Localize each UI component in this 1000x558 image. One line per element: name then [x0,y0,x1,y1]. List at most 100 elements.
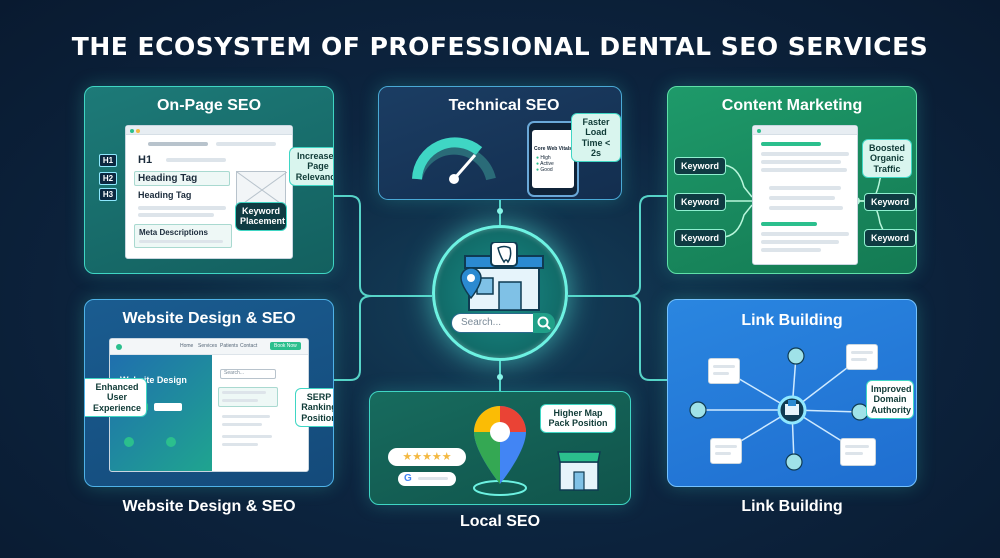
web-caption: Website Design & SEO [122,498,296,515]
link-title: Link Building [741,312,843,329]
local-caption: Local SEO [459,513,541,530]
text-line [761,248,821,252]
callout-keyword-placement: Keyword Placement [235,202,287,231]
local-seo-panel: ★★★★★ G Higher Map Pack Position [369,391,631,505]
h3-badge: H3 [99,188,117,201]
text-line [138,206,226,210]
onpage-title: On-Page SEO [156,97,262,114]
text-line [222,399,258,402]
link-network [689,347,869,471]
browser-bar [126,126,292,135]
hub-search-placeholder: Search... [461,317,502,328]
text-line [851,358,867,361]
text-line [761,168,847,172]
keyword-tag: Keyword [674,157,727,175]
technical-title: Technical SEO [448,97,560,114]
backlink-site [710,438,742,464]
feature-icon [124,437,134,447]
page-title: THE ECOSYSTEM OF PROFESSIONAL DENTAL SEO… [71,32,929,61]
browser-dot [136,129,140,133]
connector-onpage [334,195,432,297]
speedometer-icon [412,137,496,184]
content-marketing-panel: Content Marketing Keyword Keyword Keywor… [667,86,917,274]
web-title: Website Design & SEO [122,310,296,327]
keyword-tag: Keyword [674,229,727,247]
text-line [713,372,729,375]
phone-screen: Core Web Vitals ● High ● Active ● Good [532,130,574,188]
vital-row: ● High [536,155,551,161]
vital-row: ● Good [536,167,553,173]
text-line [769,196,835,200]
search-icon [533,313,555,333]
nav-item: Patients [220,343,239,349]
serp-search-box: Search... [220,369,276,379]
nav-item: Contact [240,343,258,349]
text-line [769,186,841,190]
keyword-tag: Keyword [864,193,916,211]
heading-tag-box [134,171,230,186]
h1-badge: H1 [99,154,117,167]
backlink-site [846,344,878,370]
site-logo [116,344,122,350]
text-line [715,452,731,455]
text-line [148,142,208,146]
text-line [761,240,839,244]
star-rating: ★★★★★ [388,448,466,466]
text-line [715,445,737,448]
vital-row: ● Active [536,161,554,167]
content-document [752,125,858,265]
callout-page-relevance: Increased Page Relevance [289,147,333,187]
link-building-panel: Link Building Improved Domain Authority [667,299,917,487]
hub-search-bar: Search... [451,313,555,333]
callout-serp-ranking: SERP Ranking Position [295,388,333,428]
google-icon: G [404,473,412,484]
text-line [166,158,226,162]
h1-text: H1 [138,154,153,166]
callout-map-pack: Higher Map Pack Position [540,404,616,433]
text-line [761,160,841,164]
browser-dot [757,129,761,133]
backlink-site [840,438,876,466]
feature-icon [166,437,176,447]
connector-content [568,195,667,297]
text-line [222,443,258,446]
heading-tag-2: Heading Tag [138,190,192,200]
connector-node [497,208,503,214]
nav-book-button: Book Now [270,342,301,350]
h2-badge: H2 [99,172,117,185]
nav-item: Services [198,343,218,349]
text-line [845,452,863,455]
text-line [761,142,821,146]
technical-seo-panel: Technical SEO Core Web Vitals ● High ● A… [378,86,622,200]
vital-good: Good [540,167,553,173]
text-line [222,435,272,438]
backlink-site [708,358,740,384]
central-hub: Search... [432,225,568,361]
onpage-page-mockup: H1 Heading Tag Heading Tag Meta Descript… [125,125,293,259]
link-caption: Link Building [741,498,843,515]
nav-item: Home [180,343,194,349]
text-line [713,365,735,368]
text-line [769,206,843,210]
connector-link [627,295,667,381]
keyword-tag: Keyword [674,193,727,211]
callout-organic-traffic: Boosted Organic Traffic [862,139,912,179]
text-line [222,415,270,418]
text-line [418,477,448,480]
hero-text: Website Design [120,375,187,385]
vital-active: Active [540,161,554,167]
browser-bar [753,126,857,135]
text-line [851,351,873,354]
phone-mockup: Core Web Vitals ● High ● Active ● Good [527,121,579,197]
website-design-panel: Website Design & SEO Home Services Patie… [84,299,334,487]
google-review-pill: G [398,472,456,486]
storefront-icon [557,451,601,491]
serp-result-highlight [218,387,278,407]
text-line [139,240,223,243]
text-line [222,391,266,394]
text-line [216,142,276,146]
content-title: Content Marketing [721,97,863,114]
map-pin-icon [473,406,527,496]
callout-user-experience: Enhanced User Experience [85,378,147,418]
